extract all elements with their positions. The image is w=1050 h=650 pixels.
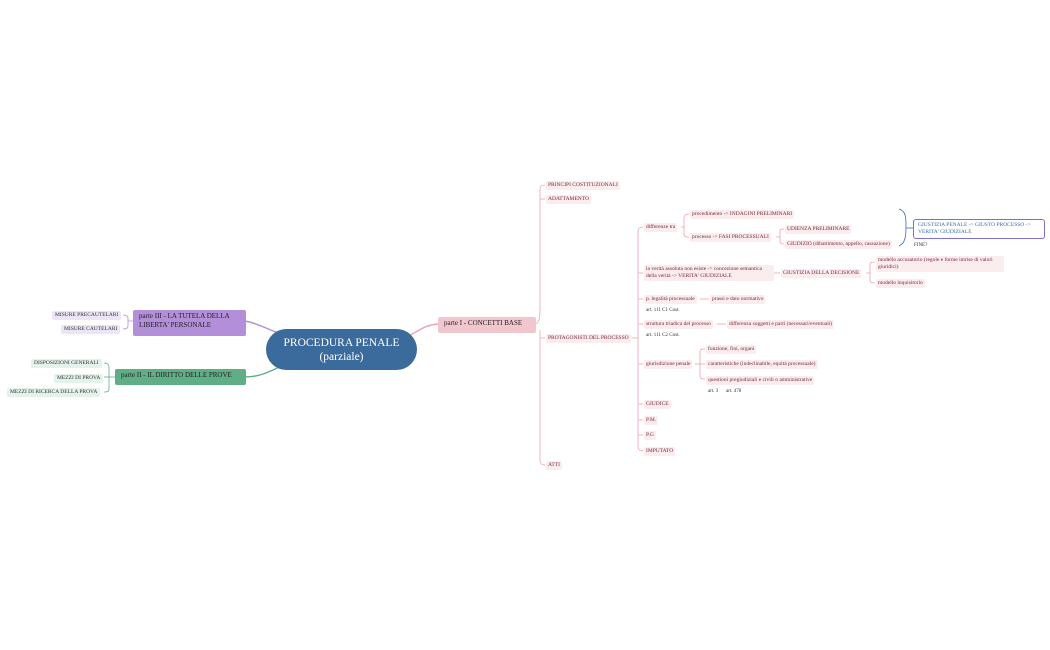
root-node[interactable]: PROCEDURA PENALE (parziale) (266, 329, 417, 370)
node-procedimento[interactable]: procedimento -> INDAGINI PRELIMINARI (690, 210, 795, 219)
node-modello-inquisitorio[interactable]: modello inquisitorio (876, 279, 925, 288)
node-imputato[interactable]: IMPUTATO (644, 447, 676, 456)
summary-giustizia-penale[interactable]: GIUSTIZIA PENALE -> GIUSTO PROCESSO -> V… (913, 219, 1045, 239)
node-mezzi-ricerca[interactable]: MEZZI DI RICERCA DELLA PROVA (7, 388, 101, 397)
branch-part3[interactable]: parte III - LA TUTELA DELLA LIBERTA' PER… (133, 310, 246, 336)
node-giustizia-decisione[interactable]: GIUSTIZIA DELLA DECISIONE (781, 269, 862, 278)
branch-part1[interactable]: parte I - CONCETTI BASE (438, 317, 536, 333)
node-legalita[interactable]: p. legalità processuale (644, 295, 697, 304)
node-funzione[interactable]: funzione, fini, organi (706, 345, 757, 354)
node-adattamento[interactable]: ADATTAMENTO (546, 195, 592, 204)
node-mezzi-prova[interactable]: MEZZI DI PROVA (54, 374, 104, 383)
node-processo[interactable]: processo -> FASI PROCESSUALI (690, 233, 771, 242)
node-modello-accusatorio[interactable]: modello accusatorio (regole e forme intr… (876, 256, 1004, 272)
root-subtitle: (parziale) (319, 350, 364, 363)
node-pm[interactable]: P.M. (644, 416, 659, 425)
node-protagonisti[interactable]: PROTAGONISTI DEL PROCESSO (546, 334, 631, 343)
node-differenza-soggetti[interactable]: differenza soggetti e parti (necessari/e… (727, 320, 835, 329)
node-misure-precautelari[interactable]: MISURE PRECAUTELARI (52, 311, 122, 320)
node-principi[interactable]: PRINCIPI COSTITUZIONALI (546, 181, 620, 190)
node-caratteristiche[interactable]: caratteristiche (indeclinabile, equità p… (706, 360, 818, 369)
node-fine[interactable]: FINE? (914, 243, 928, 248)
node-art111c2[interactable]: art. 111 C2 Cost. (646, 333, 680, 338)
node-art111c1[interactable]: art. 111 C1 Cost. (646, 308, 680, 313)
node-giurisdizione[interactable]: giurisdizione penale (644, 360, 693, 369)
node-pg[interactable]: P.G (644, 431, 656, 440)
node-art3[interactable]: art. 3 (708, 389, 719, 394)
root-title: PROCEDURA PENALE (283, 336, 400, 349)
node-verita[interactable]: la verità assoluta non esiste -> concezi… (644, 265, 774, 281)
node-udienza[interactable]: UDIENZA PRELIMINARE (785, 225, 852, 234)
node-giudizio[interactable]: GIUDIZIO (dibattimento, appello, cassazi… (785, 240, 892, 249)
node-giudice[interactable]: GIUDICE (644, 400, 671, 409)
node-art478[interactable]: art. 478 (726, 389, 742, 394)
node-atti[interactable]: ATTI (546, 461, 562, 470)
node-struttura[interactable]: struttura triadica del processo (644, 320, 713, 329)
node-differenze-tra[interactable]: differenze tra (644, 223, 678, 232)
node-disposizioni-generali[interactable]: DISPOSIZIONI GENERALI (31, 359, 102, 368)
node-misure-cautelari[interactable]: MISURE CAUTELARI (61, 325, 121, 334)
node-questioni[interactable]: questioni pregiudiziali e civili o ammin… (706, 376, 815, 385)
node-prassi[interactable]: prassi e dato normativo (710, 295, 766, 304)
branch-part2[interactable]: parte II - IL DIRITTO DELLE PROVE (115, 369, 246, 385)
